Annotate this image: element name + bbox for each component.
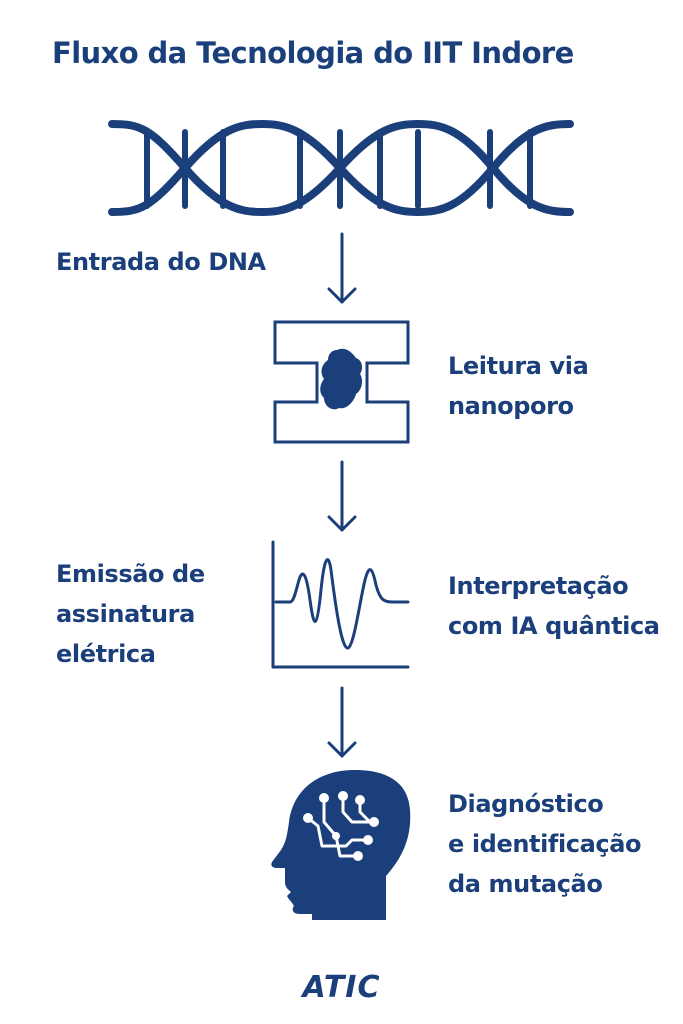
step-label-diagnostico: Diagnóstico e identificação da mutação xyxy=(448,790,642,898)
step-label-leitura: Leitura via nanoporo xyxy=(448,352,589,420)
arrow-down-icon xyxy=(327,686,357,758)
step-label-entrada: Entrada do DNA xyxy=(56,248,266,276)
arrow-down-icon xyxy=(327,460,357,532)
ai-head-icon xyxy=(271,770,411,920)
step-label-interpretacao: Interpretação com IA quântica xyxy=(448,572,660,640)
arrow-down-icon xyxy=(327,232,357,304)
nanopore-icon xyxy=(273,320,410,444)
step-label-emissao: Emissão de assinatura elétrica xyxy=(56,560,205,668)
dna-helix-icon xyxy=(108,119,574,217)
brand-logo: ATIC xyxy=(302,970,381,1005)
signal-waveform-icon xyxy=(271,540,410,669)
page-title: Fluxo da Tecnologia do IIT Indore xyxy=(52,36,574,70)
